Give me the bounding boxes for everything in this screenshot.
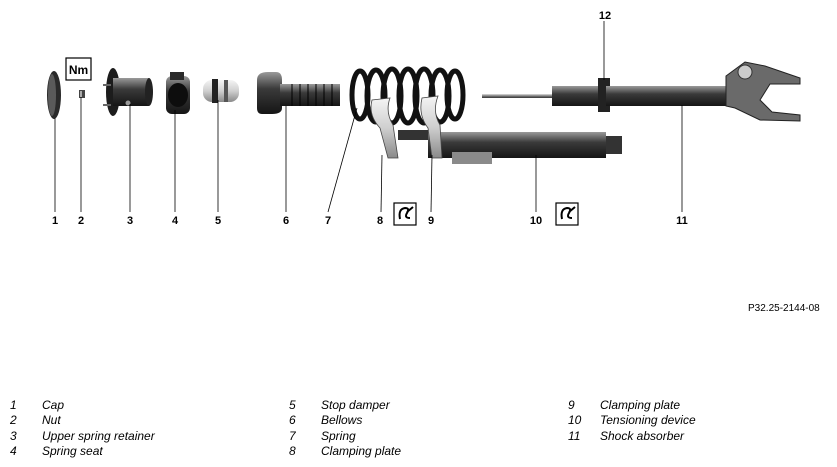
upper-spring-retainer-part [103,68,153,116]
legend-item: 1 Cap [10,398,155,413]
cap-part [47,71,61,119]
svg-text:Nm: Nm [69,63,88,77]
special-tool-icon [393,202,417,226]
figure-reference: P32.25-2144-08 [748,303,820,314]
legend-label: Shock absorber [600,428,685,443]
legend-item: 11 Shock absorber [568,429,696,444]
tensioning-device-part [398,130,622,164]
legend-label: Clamping plate [600,398,681,412]
leader-lines [54,21,683,213]
legend-column-1: 1 Cap 2 Nut 3 Upper spring retainer 4 Spring… [10,398,155,459]
legend-label: Spring seat [42,443,103,458]
legend-item: 8 Clamping plate [289,444,401,459]
stop-damper-part [203,79,239,103]
legend-number: 10 [568,413,582,428]
legend-number: 2 [10,413,17,428]
callout-12: 12 [599,10,611,22]
nut-part [79,90,85,98]
callout-9: 9 [428,215,434,227]
legend-label: Tensioning device [600,413,696,428]
legend-label: Upper spring retainer [42,428,155,443]
legend-item: 4 Spring seat [10,444,155,459]
shock-absorber-part [482,61,801,122]
legend-column-2: 5 Stop damper 6 Bellows 7 Spring 8 Clamping … [289,398,401,459]
legend-number: 5 [289,398,296,412]
callout-labels: 1 2 3 4 5 6 7 8 9 10 11 12 [52,10,688,227]
legend-number: 7 [289,428,296,443]
legend-number: 8 [289,443,296,458]
callout-4: 4 [172,215,179,227]
nm-torque-icon: Nm [65,57,92,81]
clamping-plate-9-part [420,95,443,159]
callout-5: 5 [215,215,221,227]
spring-seat-part [166,72,190,114]
legend-label: Spring [321,428,356,443]
legend-number: 1 [10,398,17,412]
spring-part [349,66,466,126]
legend-number: 3 [10,428,17,443]
legend-label: Nut [42,413,61,428]
callout-6: 6 [283,215,289,227]
bellows-part [257,72,340,114]
legend-number: 6 [289,413,296,428]
legend-item: 9 Clamping plate [568,398,696,413]
legend-item: 3 Upper spring retainer [10,429,155,444]
legend-item: 7 Spring [289,429,401,444]
special-tool-icon [555,202,579,226]
callout-3: 3 [127,215,133,227]
legend-item: 5 Stop damper [289,398,401,413]
legend-number: 11 [568,428,581,443]
callout-11: 11 [676,215,688,227]
clamping-plate-8-part [370,97,399,159]
callout-10: 10 [530,215,542,227]
legend-column-3: 9 Clamping plate 10 Tensioning device 11 Sh… [568,398,696,444]
legend-label: Clamping plate [321,443,402,458]
legend-item: 10 Tensioning device [568,413,696,428]
callout-7: 7 [325,215,331,227]
legend-label: Stop damper [321,398,390,412]
legend-label: Bellows [321,413,363,428]
callout-2: 2 [78,215,84,227]
legend-item: 2 Nut [10,413,155,428]
legend-number: 4 [10,443,17,458]
legend-label: Cap [42,398,65,412]
exploded-view-diagram: Nm [47,10,801,227]
legend-number: 9 [568,398,575,412]
callout-1: 1 [52,215,58,227]
callout-8: 8 [377,215,383,227]
legend-item: 6 Bellows [289,413,401,428]
